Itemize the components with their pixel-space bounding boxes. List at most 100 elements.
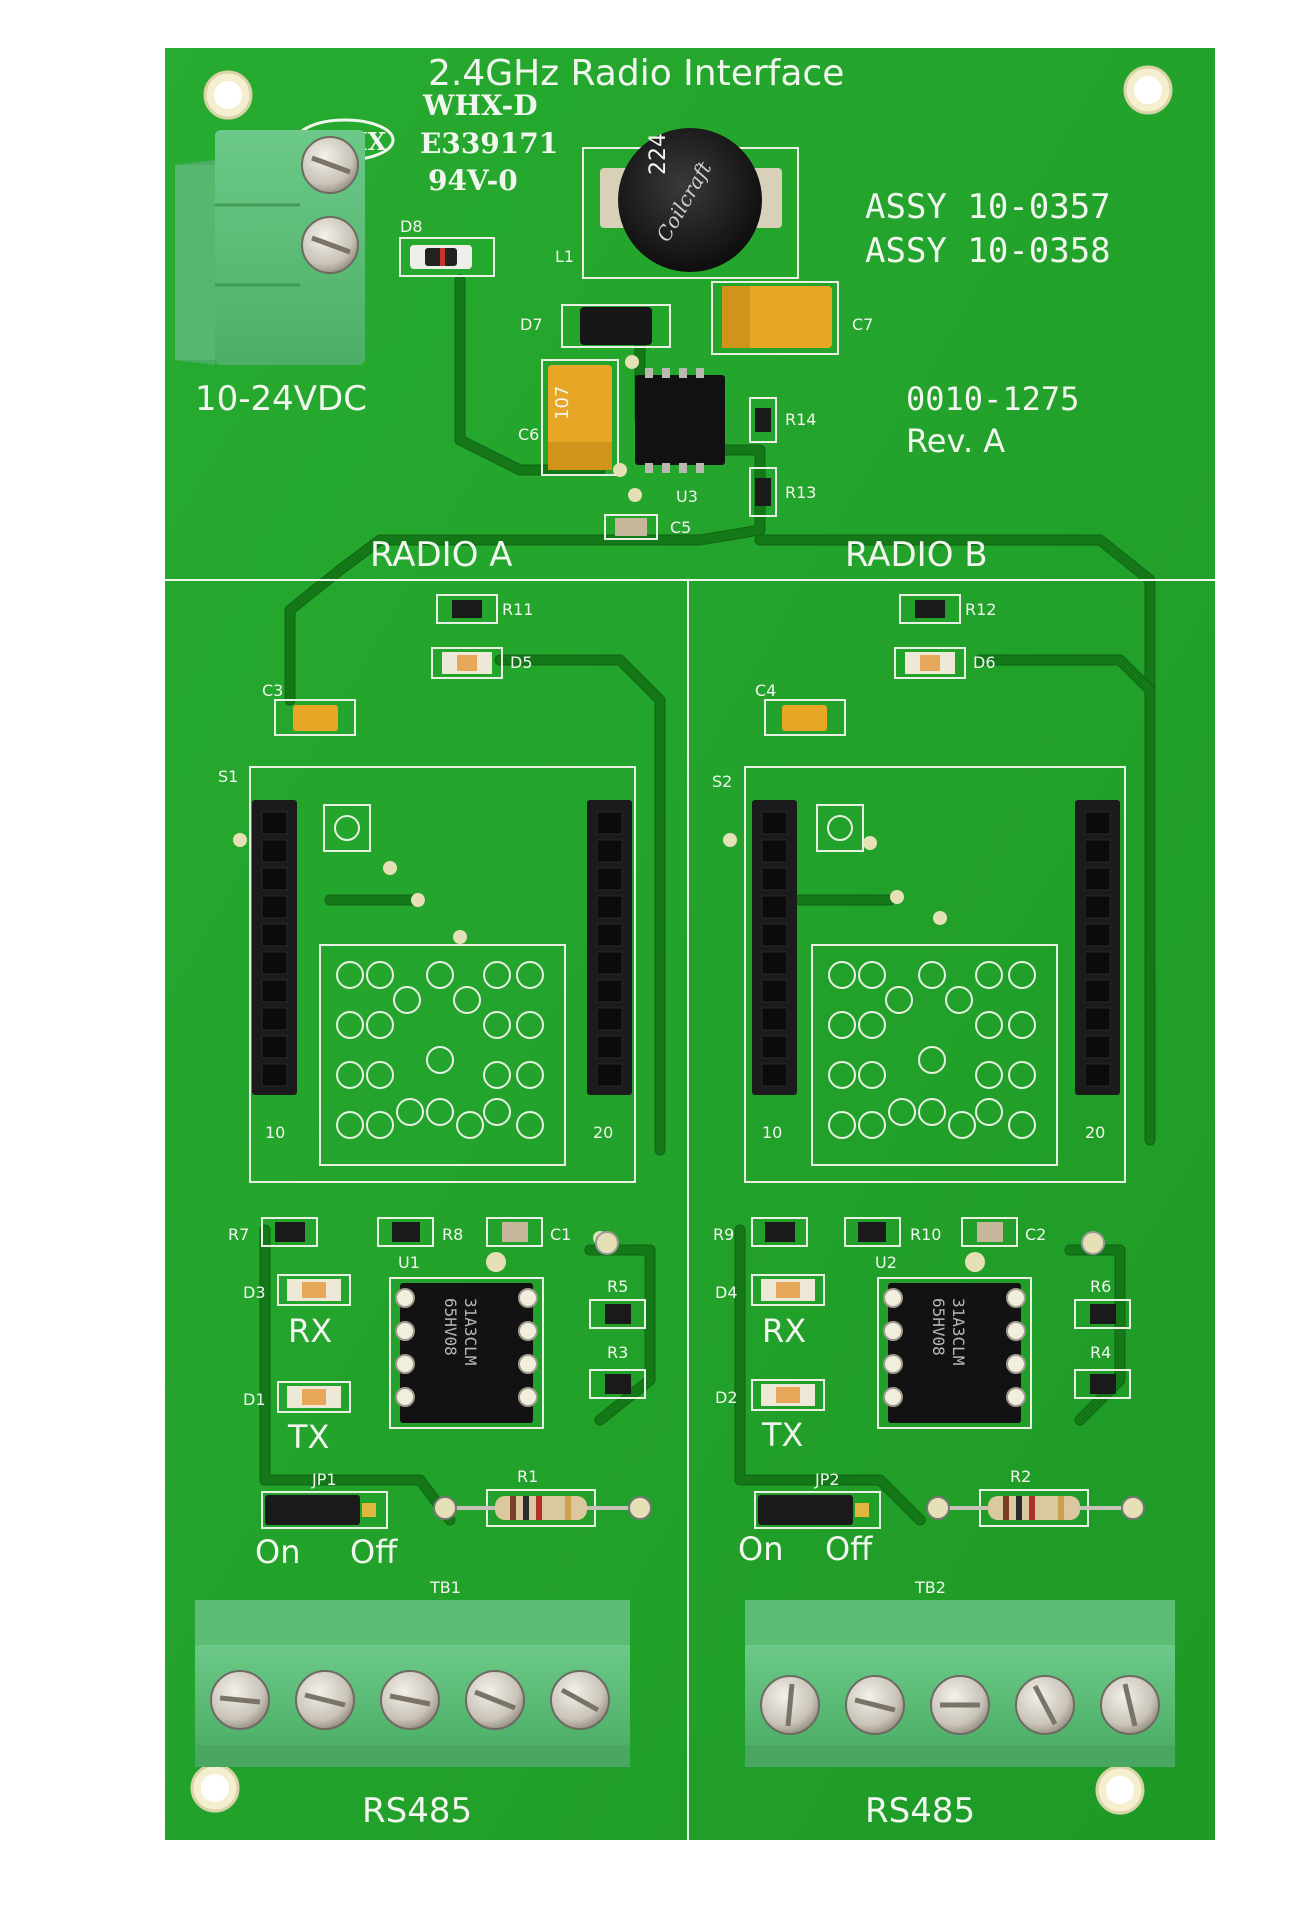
label-u1: U1 — [398, 1253, 420, 1272]
label-r12: R12 — [965, 600, 996, 619]
diode-d7: D7 — [520, 304, 671, 348]
led-d2: D2 — [715, 1379, 825, 1411]
regulator-u3: U3 — [635, 368, 725, 506]
label-r1: R1 — [517, 1467, 538, 1486]
inductor-l1: 224 Coilcraft L1 — [555, 128, 799, 279]
label-r9: R9 — [713, 1225, 734, 1244]
label-d2: D2 — [715, 1388, 738, 1407]
label-s2: S2 — [712, 772, 732, 791]
radio-b-socket-outline — [744, 766, 1126, 1183]
radio-b-section: RADIO B R12 D6 C4 S2 — [712, 535, 1175, 1831]
section-dividers — [165, 579, 1215, 1840]
led-d3: D3 — [243, 1274, 351, 1306]
capacitor-c3: C3 — [262, 681, 356, 736]
label-r10: R10 — [910, 1225, 941, 1244]
power-label: 10-24VDC — [195, 379, 367, 419]
resistor-r13: R13 — [749, 467, 816, 517]
terminal-block-tb1: TB1 — [195, 1578, 630, 1767]
inductor-code: 224 — [646, 133, 671, 175]
label-s1: S1 — [218, 767, 238, 786]
rx-label: RX — [288, 1312, 332, 1350]
radio-a-section: RADIO A R11 D5 C3 S1 — [195, 535, 652, 1831]
ic-u1: U1 31A3CLM 65HV08 — [389, 1252, 544, 1429]
resistor-r14: R14 — [749, 397, 816, 443]
radio-b-footprint — [811, 944, 1058, 1166]
header-right — [587, 800, 632, 1095]
label-jp2: JP2 — [814, 1470, 840, 1489]
capacitor-c6: 107 C6 — [518, 359, 619, 476]
resistor-r6: R6 — [1074, 1277, 1131, 1329]
resistor-r12: R12 — [899, 594, 996, 624]
label-tb1: TB1 — [429, 1578, 461, 1597]
ic-u2: U2 31A3CLM 65HV08 — [875, 1252, 1032, 1429]
pin-label-high: 20 — [593, 1123, 613, 1142]
label-r11: R11 — [502, 600, 533, 619]
label-c3: C3 — [262, 681, 283, 700]
label-jp1: JP1 — [311, 1470, 337, 1489]
label-r2: R2 — [1010, 1467, 1031, 1486]
label-c1: C1 — [550, 1225, 571, 1244]
maker-mark: WHX-D — [422, 89, 538, 122]
label-c4: C4 — [755, 681, 776, 700]
diode-d8: D8 — [399, 217, 495, 277]
off-label: Off — [350, 1533, 398, 1571]
pin-label-high: 20 — [1085, 1123, 1105, 1142]
label-r13: R13 — [785, 483, 816, 502]
label-c2: C2 — [1025, 1225, 1046, 1244]
resistor-r7: R7 — [228, 1217, 318, 1247]
radio-a-footprint — [319, 944, 566, 1166]
label-c6: C6 — [518, 425, 539, 444]
resistor-r8: R8 — [377, 1217, 463, 1247]
resistor-r11: R11 — [436, 594, 533, 624]
on-label: On — [255, 1533, 300, 1571]
header-left — [752, 800, 797, 1095]
led-d1: D1 — [243, 1381, 351, 1413]
terminal-block-tb2: TB2 — [745, 1578, 1175, 1767]
label-r6: R6 — [1090, 1277, 1111, 1296]
off-label: Off — [825, 1530, 873, 1568]
capacitor-c1: C1 — [486, 1217, 571, 1247]
header-left — [252, 800, 297, 1095]
label-d7: D7 — [520, 315, 543, 334]
pin-label-low: 10 — [265, 1123, 285, 1142]
ul-number: E339171 — [420, 127, 558, 160]
ic-marking-1: 31A3CLM — [461, 1298, 480, 1365]
led-d6: D6 — [894, 647, 996, 679]
label-u2: U2 — [875, 1253, 897, 1272]
flammability-rating: 94V-0 — [428, 164, 518, 197]
resistor-r2: R2 — [926, 1467, 1145, 1527]
radio-b-title: RADIO B — [845, 535, 988, 575]
label-d6: D6 — [973, 653, 996, 672]
rs485-label: RS485 — [865, 1791, 975, 1831]
label-r5: R5 — [607, 1277, 628, 1296]
rs485-label: RS485 — [362, 1791, 472, 1831]
label-tb2: TB2 — [914, 1578, 946, 1597]
led-d4: D4 — [715, 1274, 825, 1306]
radio-a-title: RADIO A — [370, 535, 513, 575]
label-d1: D1 — [243, 1390, 266, 1409]
part-number: 0010-1275 — [906, 380, 1079, 418]
label-c5: C5 — [670, 518, 691, 537]
resistor-r4: R4 — [1074, 1343, 1131, 1399]
assy-number-2: ASSY 10-0358 — [865, 231, 1111, 271]
label-r3: R3 — [607, 1343, 628, 1362]
capacitor-c2: C2 — [961, 1217, 1046, 1247]
label-r4: R4 — [1090, 1343, 1111, 1362]
capacitor-c5: C5 — [604, 514, 691, 540]
assy-number-1: ASSY 10-0357 — [865, 187, 1111, 227]
resistor-r5: R5 — [589, 1277, 646, 1329]
label-l1: L1 — [555, 247, 574, 266]
capacitor-c7: C7 — [711, 281, 873, 355]
resistor-r10: R10 — [844, 1217, 941, 1247]
mounting-holes — [190, 65, 1173, 1815]
label-r14: R14 — [785, 410, 816, 429]
label-d3: D3 — [243, 1283, 266, 1302]
label-c7: C7 — [852, 315, 873, 334]
header-right — [1075, 800, 1120, 1095]
led-d5: D5 — [431, 647, 533, 679]
board-title: 2.4GHz Radio Interface — [428, 53, 844, 94]
on-label: On — [738, 1530, 783, 1568]
label-r8: R8 — [442, 1225, 463, 1244]
resistor-r1: R1 — [433, 1467, 652, 1527]
label-d8: D8 — [400, 217, 423, 236]
